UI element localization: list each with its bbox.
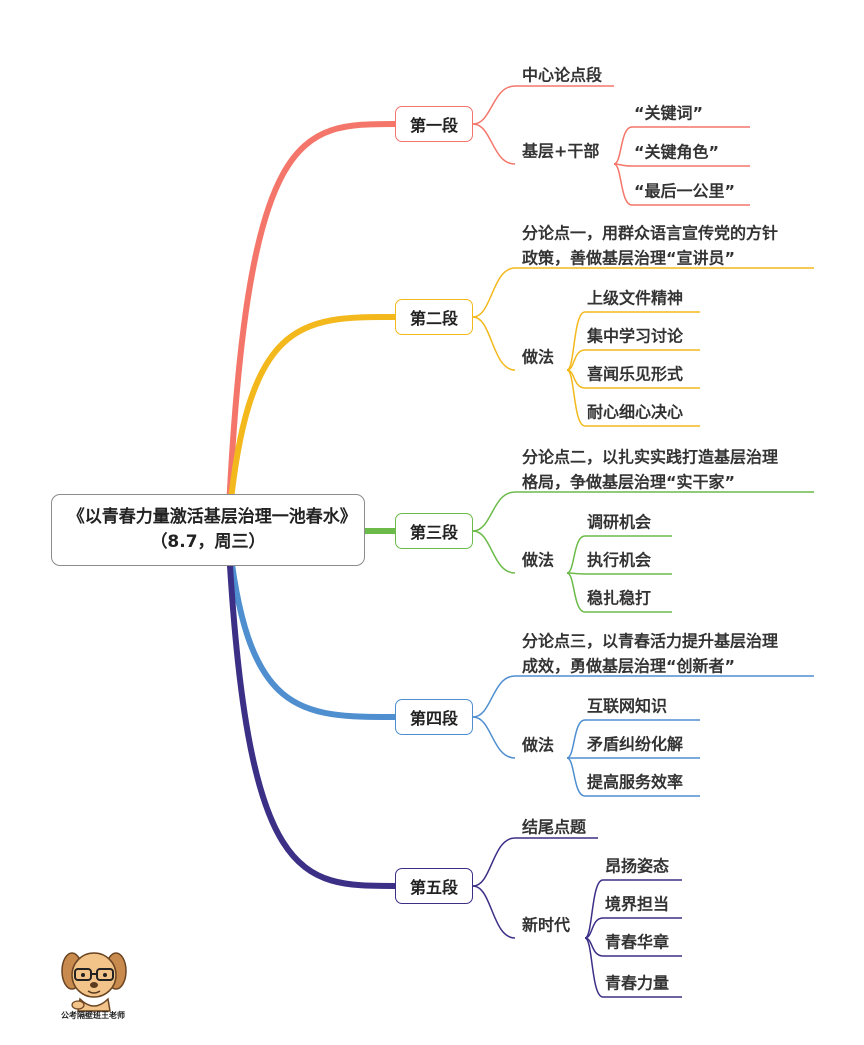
item-3-3: 稳扎稳打: [587, 589, 651, 608]
root-topic[interactable]: 《以青春力量激活基层治理一池春水》（8.7，周三）: [51, 494, 365, 566]
method-connector-1: [472, 123, 516, 165]
dog-mascot-icon: [61, 952, 127, 1012]
item-3-1: 调研机会: [587, 513, 651, 532]
item-1-1: “关键词”: [634, 104, 703, 123]
item-connector-1-1: [613, 126, 750, 165]
item-connector-5-1: [584, 879, 682, 939]
method-label-3: 做法: [521, 551, 554, 570]
item-connector-4-1: [566, 719, 700, 759]
item-connector-5-4: [584, 937, 682, 998]
method-label-1: 基层+干部: [521, 142, 599, 161]
section-label-2: 第二段: [409, 309, 458, 328]
item-3-2: 执行机会: [587, 551, 651, 570]
section-node-2[interactable]: 第二段: [395, 299, 473, 335]
item-connector-2-1: [566, 311, 700, 371]
section-node-3[interactable]: 第三段: [395, 513, 473, 549]
item-2-4: 耐心细心决心: [587, 403, 683, 422]
method-label-4: 做法: [521, 736, 554, 755]
main-point-connector-4: [472, 675, 814, 718]
method-connector-4: [472, 716, 516, 759]
main-point-connector-5: [472, 837, 598, 887]
root-topic-title: 《以青春力量激活基层治理一池春水》（8.7，周三）: [67, 507, 349, 552]
item-1-3: “最后一公里”: [634, 182, 735, 201]
item-connector-2-4: [566, 369, 700, 427]
main-point-3-line-2: 格局，争做基层治理“实干家”: [522, 473, 735, 492]
section-node-1[interactable]: 第一段: [395, 106, 473, 142]
item-connector-4-3: [566, 757, 700, 797]
section-label-3: 第三段: [409, 523, 458, 542]
item-connector-1-3: [613, 163, 750, 206]
main-point-2-line-2: 政策，善做基层治理“宣讲员”: [522, 249, 735, 268]
section-label-1: 第一段: [409, 116, 458, 135]
item-4-2: 矛盾纠纷化解: [586, 735, 683, 754]
item-4-1: 互联网知识: [587, 697, 667, 716]
main-point-1-line-1: 中心论点段: [522, 66, 603, 85]
branch-line-2: [225, 314, 398, 533]
item-5-3: 青春华章: [605, 933, 669, 952]
main-point-connector-3: [472, 491, 814, 532]
item-4-3: 提高服务效率: [587, 773, 683, 792]
item-connector-3-2: [566, 572, 672, 575]
section-node-5[interactable]: 第五段: [395, 868, 473, 904]
main-point-3-line-1: 分论点二，以扎实实践打造基层治理: [522, 448, 778, 467]
root-connector-stub: [364, 528, 396, 533]
method-connector-3: [472, 530, 516, 574]
main-point-4-line-2: 成效，勇做基层治理“创新者”: [522, 657, 735, 676]
main-point-connector-1: [472, 85, 614, 125]
watermark-credit: 公考隔壁班王老师: [61, 1011, 125, 1020]
method-label-2: 做法: [521, 348, 554, 367]
method-connector-5: [472, 885, 516, 939]
main-point-2-line-1: 分论点一，用群众语言宣传党的方针: [522, 224, 778, 243]
main-point-connector-2: [472, 267, 814, 318]
item-5-4: 青春力量: [605, 974, 669, 993]
main-point-5-line-1: 结尾点题: [521, 818, 587, 837]
item-connector-3-3: [566, 572, 672, 613]
item-connector-2-2: [566, 349, 700, 371]
main-point-4-line-1: 分论点三，以青春活力提升基层治理: [522, 632, 778, 651]
branch-line-4: [225, 527, 398, 720]
item-connector-5-2: [584, 917, 682, 939]
method-connector-2: [472, 316, 516, 371]
section-label-5: 第五段: [409, 878, 458, 897]
item-1-2: “关键角色”: [634, 143, 719, 162]
item-5-1: 昂扬姿态: [605, 857, 669, 876]
item-2-3: 喜闻乐见形式: [587, 365, 683, 384]
branch-line-5: [225, 527, 398, 889]
branch-line-1: [225, 121, 398, 533]
item-connector-3-1: [566, 535, 672, 574]
item-5-2: 境界担当: [605, 895, 669, 914]
section-label-4: 第四段: [409, 709, 458, 728]
item-connector-1-2: [613, 163, 750, 167]
item-2-2: 集中学习讨论: [586, 327, 684, 346]
method-label-5: 新时代: [522, 916, 570, 935]
section-node-4[interactable]: 第四段: [395, 699, 473, 735]
item-2-1: 上级文件精神: [587, 289, 683, 308]
